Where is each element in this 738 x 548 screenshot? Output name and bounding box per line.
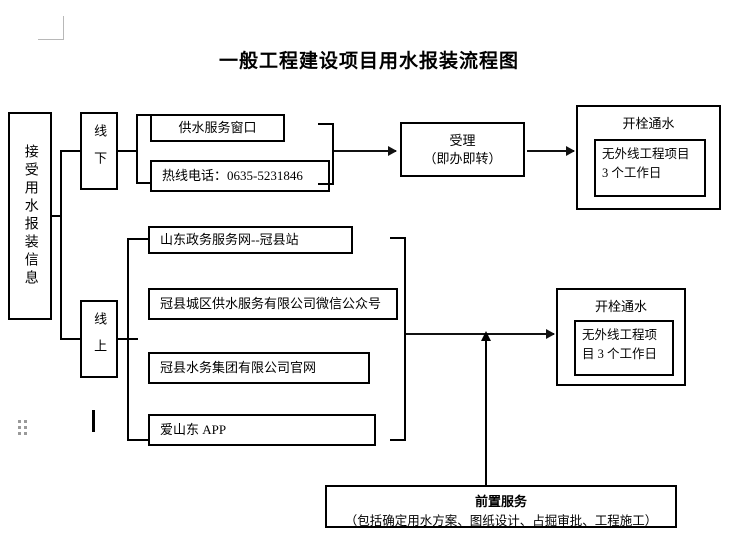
- node-online-item-1[interactable]: 山东政务服务网--冠县站: [148, 226, 353, 254]
- node-online-item-4-label: 爱山东 APP: [160, 422, 227, 438]
- node-offline-item-2[interactable]: 热线电话：0635-5231846: [150, 160, 330, 192]
- node-accept-line2: （即办即转）: [423, 150, 502, 166]
- node-offline-item-1-label: 供水服务窗口: [178, 120, 257, 136]
- connector-offline-branch-2: [136, 182, 152, 184]
- node-result-top[interactable]: 开栓通水 无外线工程项目 3 个工作日: [576, 105, 721, 210]
- node-online-item-2[interactable]: 冠县城区供水服务有限公司微信公众号: [148, 288, 398, 320]
- connector-online-bracket: [127, 238, 129, 441]
- connector-offline-join-top: [318, 123, 334, 125]
- node-online-item-2-label: 冠县城区供水服务有限公司微信公众号: [160, 296, 382, 312]
- node-pre-service-subtitle: （包括确定用水方案、图纸设计、占掘审批、工程施工）: [344, 513, 658, 528]
- connector-online-branch-1: [127, 238, 149, 240]
- connector-offline-join-bracket: [332, 123, 334, 185]
- node-result-bottom-detail-line1: 无外线工程项: [582, 328, 658, 342]
- connector-start-bracket: [60, 150, 62, 340]
- node-offline-item-2-label: 热线电话：0635-5231846: [162, 168, 303, 184]
- connector-online-branch-4: [127, 439, 149, 441]
- node-result-bottom-detail: 无外线工程项 目 3 个工作日: [574, 320, 674, 376]
- connector-online-join-bottom: [390, 439, 406, 441]
- node-pre-service-title: 前置服务: [474, 494, 527, 509]
- six-dot-grid-icon[interactable]: [18, 420, 32, 436]
- connector-to-online: [60, 338, 82, 340]
- node-result-top-detail-line2: 3 个工作日: [602, 165, 662, 180]
- node-channel-offline-label: 线下: [92, 124, 108, 178]
- node-channel-online[interactable]: 线上: [80, 300, 118, 378]
- text-caret: [92, 410, 95, 432]
- node-start[interactable]: 接受用水报装信息: [8, 112, 52, 320]
- node-result-top-detail: 无外线工程项目 3 个工作日: [594, 139, 706, 197]
- node-channel-online-label: 线上: [92, 312, 108, 366]
- node-result-top-title: 开栓通水: [622, 116, 675, 131]
- arrow-offline-to-accept: [334, 146, 397, 156]
- page-title: 一般工程建设项目用水报装流程图: [218, 51, 519, 72]
- connector-online-join-bracket: [404, 237, 406, 441]
- node-channel-offline[interactable]: 线下: [80, 112, 118, 190]
- node-accept[interactable]: 受理 （即办即转）: [400, 122, 525, 177]
- node-pre-service[interactable]: 前置服务 （包括确定用水方案、图纸设计、占掘审批、工程施工）: [325, 485, 677, 528]
- connector-online-join-top: [390, 237, 406, 239]
- arrow-pre-service-to-flow: [481, 331, 491, 485]
- node-result-bottom[interactable]: 开栓通水 无外线工程项 目 3 个工作日: [556, 288, 686, 386]
- node-result-top-detail-line1: 无外线工程项目: [602, 147, 690, 161]
- arrow-accept-to-result-top: [527, 146, 575, 156]
- connector-offline-stem: [118, 150, 138, 152]
- connector-offline-branch-1: [136, 114, 152, 116]
- node-online-item-3-label: 冠县水务集团有限公司官网: [160, 360, 317, 376]
- node-result-bottom-title: 开栓通水: [594, 299, 647, 314]
- connector-offline-bracket: [136, 114, 138, 184]
- connector-start-stem: [52, 215, 62, 217]
- connector-to-offline: [60, 150, 82, 152]
- node-online-item-1-label: 山东政务服务网--冠县站: [160, 232, 299, 248]
- page-margin-mark-horizontal: [38, 39, 64, 40]
- arrow-online-to-result-bottom: [406, 329, 555, 339]
- node-accept-line1: 受理: [449, 132, 476, 148]
- node-online-item-4[interactable]: 爱山东 APP: [148, 414, 376, 446]
- node-result-bottom-detail-line2: 目 3 个工作日: [582, 346, 658, 361]
- connector-offline-join-bottom: [318, 183, 334, 185]
- node-offline-item-1[interactable]: 供水服务窗口: [150, 114, 285, 142]
- node-online-item-3[interactable]: 冠县水务集团有限公司官网: [148, 352, 370, 384]
- node-start-label: 接受用水报装信息: [22, 144, 38, 288]
- page-margin-mark-vertical: [63, 16, 64, 40]
